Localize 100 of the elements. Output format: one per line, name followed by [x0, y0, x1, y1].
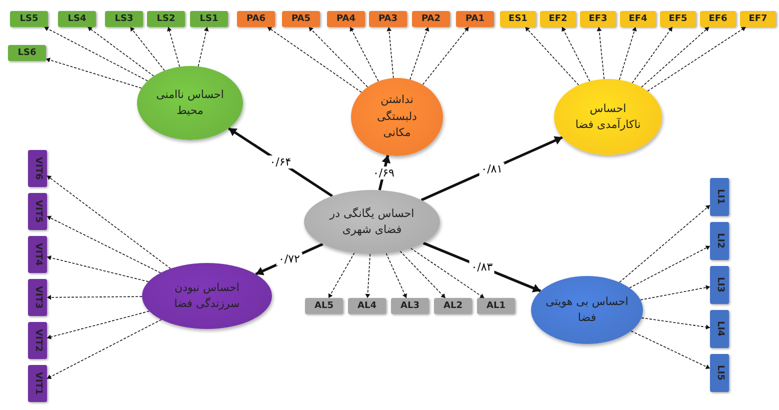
indicator-box	[710, 266, 729, 304]
indicator-label: LI2	[715, 233, 724, 249]
arrow	[596, 26, 605, 80]
indicator-label: AL1	[486, 302, 506, 310]
indicator-box	[8, 45, 46, 61]
arrow	[632, 26, 673, 84]
indicator-box	[660, 11, 696, 27]
construct-ellipse	[142, 263, 272, 329]
arrow	[640, 285, 710, 300]
arrow	[46, 319, 162, 379]
edge-label: ۰/۸۱	[479, 162, 505, 176]
indicator-box	[710, 354, 729, 392]
indicator-label: PA5	[292, 14, 310, 24]
arrow	[44, 26, 148, 82]
arrow	[386, 26, 394, 79]
arrow	[641, 26, 710, 88]
indicator-box	[710, 222, 729, 260]
indicator-label: EF2	[548, 14, 568, 24]
indicator-box	[190, 11, 228, 27]
indicator-box	[434, 298, 472, 314]
indicator-box	[105, 11, 143, 27]
arrow	[629, 246, 710, 288]
indicator-label: EF6	[708, 14, 728, 24]
indicator-box	[369, 11, 407, 27]
indicator-label: LI1	[715, 189, 724, 205]
indicator-label: AL5	[314, 302, 334, 310]
indicator-box	[28, 322, 47, 359]
indicator-box	[305, 298, 343, 314]
arrow	[46, 58, 142, 89]
indicator-box	[580, 11, 616, 27]
indicator-label: EF4	[628, 14, 648, 24]
indicator-label: LS5	[20, 14, 38, 24]
indicator-box	[456, 11, 494, 27]
indicator-label: EF7	[748, 14, 768, 24]
indicator-label: VIT3	[33, 286, 42, 309]
indicator-box	[740, 11, 776, 27]
indicator-label: PA4	[336, 14, 356, 24]
arrow	[130, 26, 165, 71]
indicator-box	[28, 193, 47, 230]
arrow	[422, 26, 470, 86]
arrow	[562, 26, 590, 82]
indicator-box	[147, 11, 185, 27]
indicator-box	[500, 11, 536, 27]
indicator-box	[28, 279, 47, 316]
indicator-label: VIT1	[33, 372, 42, 395]
indicator-box	[10, 11, 48, 27]
arrow	[641, 317, 710, 330]
indicator-box	[348, 298, 386, 314]
arrow	[410, 248, 485, 298]
indicator-label: PA2	[422, 14, 440, 24]
indicator-box	[412, 11, 450, 27]
arrow	[410, 26, 430, 80]
construct-ellipse	[531, 276, 643, 344]
edge-label: ۰/۷۲	[276, 252, 302, 266]
indicator-label: PA3	[378, 14, 398, 24]
arrow	[308, 26, 368, 88]
indicator-box	[58, 11, 96, 27]
arrow	[166, 26, 180, 68]
indicator-label: VIT6	[33, 157, 42, 180]
arrow	[350, 26, 379, 82]
indicator-label: ES1	[508, 14, 528, 24]
arrow	[400, 250, 446, 298]
indicator-label: EF3	[588, 14, 608, 24]
construct-label: احساس ناامنی محیط	[155, 86, 225, 119]
indicator-label: LS3	[114, 14, 134, 24]
construct-ellipse	[351, 78, 443, 156]
indicator-label: LI3	[715, 277, 724, 293]
construct-label: احساس بی هویتی فضا	[544, 294, 630, 326]
edge-label: ۰/۶۴	[268, 156, 294, 169]
indicator-label: LS4	[68, 14, 86, 24]
arrow	[46, 294, 142, 300]
indicator-box	[28, 150, 47, 187]
arrow	[46, 175, 172, 270]
edge-label: ۰/۸۳	[469, 260, 495, 274]
arrow	[46, 216, 162, 274]
arrow	[328, 252, 355, 298]
construct-ellipse	[304, 190, 440, 254]
arrow	[46, 310, 150, 340]
construct-label: احساس یگانگی در فضای شهری	[328, 206, 416, 238]
arrow	[619, 204, 710, 283]
indicator-box	[540, 11, 576, 27]
arrow	[630, 330, 710, 370]
indicator-label: LS2	[156, 14, 176, 24]
construct-ellipse	[554, 79, 662, 155]
indicator-box	[477, 298, 515, 314]
indicator-label: PA1	[466, 14, 484, 24]
indicator-label: VIT2	[33, 329, 42, 352]
indicator-box	[327, 11, 365, 27]
indicator-box	[282, 11, 320, 27]
arrow	[46, 255, 149, 282]
indicator-box	[710, 310, 729, 348]
arrow	[647, 26, 746, 92]
indicator-label: LS6	[18, 48, 36, 58]
arrow	[267, 26, 362, 93]
indicator-box	[237, 11, 275, 27]
construct-label: نداشتن دلبستگی مکانی	[376, 92, 418, 142]
arrow	[524, 26, 580, 86]
construct-ellipse	[137, 66, 243, 140]
indicator-label: VIT4	[33, 243, 42, 266]
indicator-box	[710, 178, 729, 216]
